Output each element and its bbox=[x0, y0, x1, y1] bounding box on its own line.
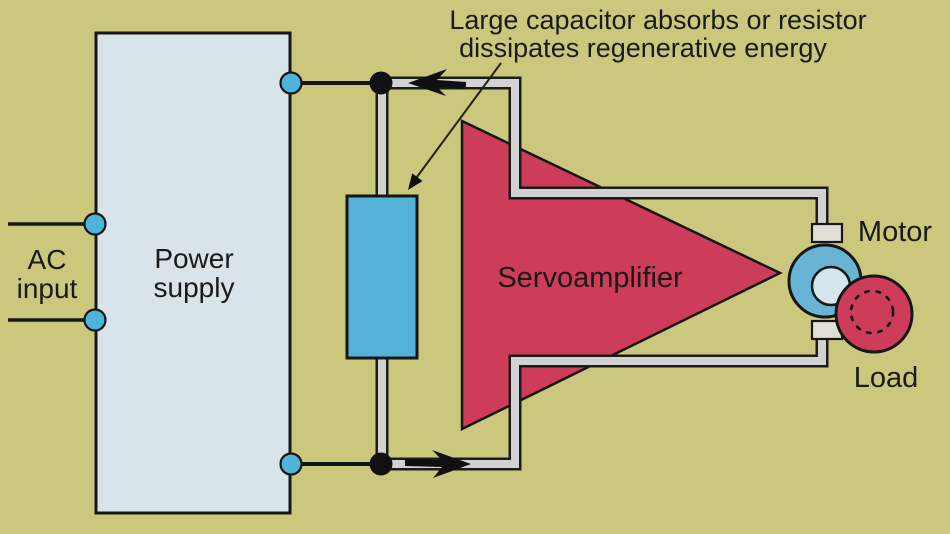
dc-terminal-top bbox=[279, 71, 303, 95]
power-supply-label-line2: supply bbox=[154, 272, 235, 303]
ac-input-label-line1: AC bbox=[28, 244, 67, 275]
power-supply-box bbox=[94, 31, 292, 515]
annotation-line2: dissipates regenerative energy bbox=[459, 33, 827, 63]
wire-top-run bbox=[382, 79, 826, 232]
capacitor-block bbox=[345, 194, 419, 360]
servoamplifier-label: Servoamplifier bbox=[497, 262, 683, 294]
ac-terminal-top bbox=[83, 212, 107, 236]
dc-terminal-bottom bbox=[279, 452, 303, 476]
load-label: Load bbox=[854, 362, 919, 394]
load-body bbox=[834, 274, 914, 354]
ac-terminal-bottom bbox=[83, 308, 107, 332]
load-rotation-dashed-circle bbox=[849, 289, 895, 335]
annotation-pointer-line bbox=[413, 62, 502, 182]
power-supply-label-line1: Power bbox=[154, 243, 233, 274]
regen-flow-left-arrow-icon bbox=[408, 69, 466, 96]
ac-input-label-line2: input bbox=[17, 273, 78, 304]
annotation-line1: Large capacitor absorbs or resistor bbox=[449, 5, 866, 35]
flow-right-arrow-icon bbox=[405, 450, 471, 478]
motor-terminal-top bbox=[810, 222, 844, 244]
junction-dot-top bbox=[369, 71, 393, 95]
junction-dot-bottom bbox=[369, 452, 393, 476]
annotation-pointer-arrowhead-icon bbox=[408, 173, 423, 190]
motor-label: Motor bbox=[858, 216, 932, 248]
